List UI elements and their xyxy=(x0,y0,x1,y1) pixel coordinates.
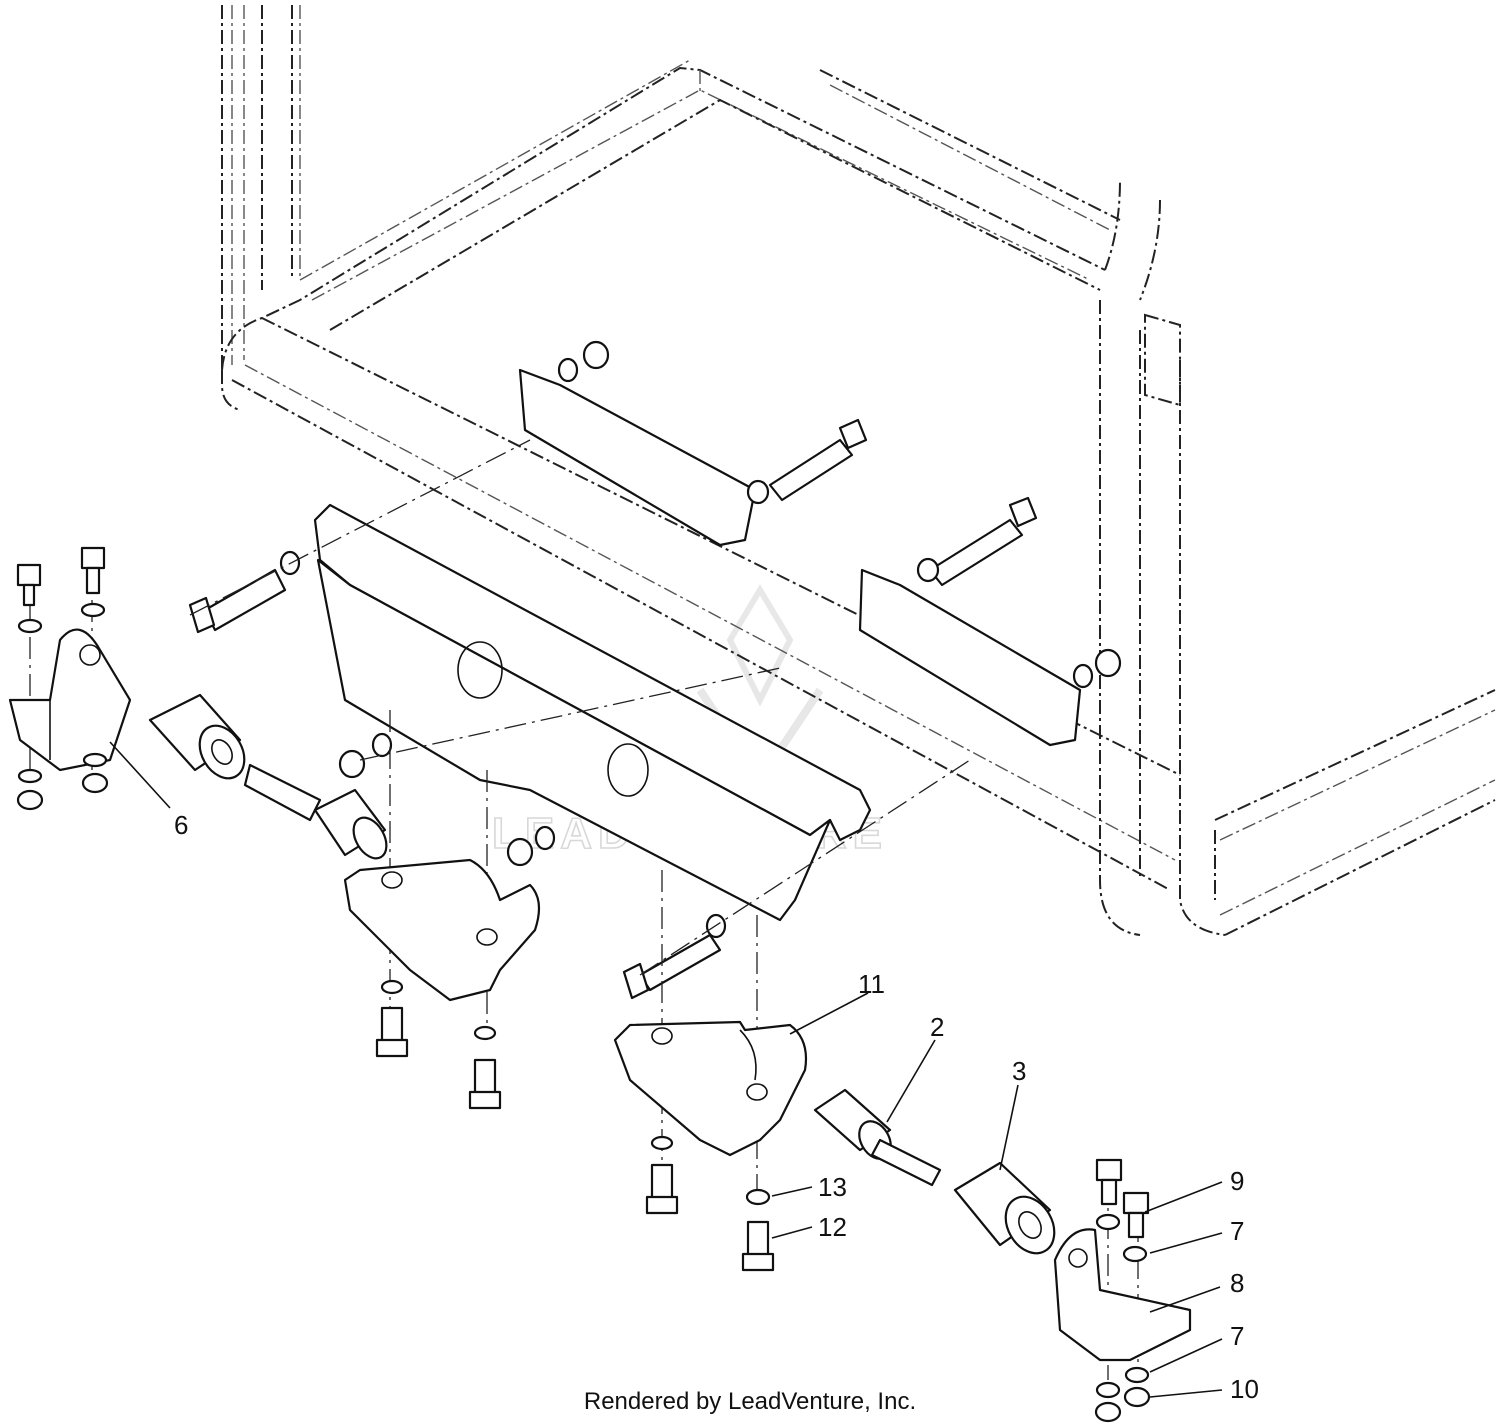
assembly-guides xyxy=(29,439,1139,1380)
right-hanger-bracket xyxy=(1053,1158,1192,1423)
callout-6: 6 xyxy=(174,810,188,840)
callout-3: 3 xyxy=(1012,1056,1026,1086)
callout-12: 12 xyxy=(818,1212,847,1242)
mower-frame-phantom xyxy=(221,5,1496,936)
callout-7-upper: 7 xyxy=(1230,1216,1244,1246)
callout-2: 2 xyxy=(930,1012,944,1042)
callout-7-lower: 7 xyxy=(1230,1321,1244,1351)
left-bushing-and-pin xyxy=(148,693,388,860)
right-hinge-bracket xyxy=(613,1020,808,1272)
upper-hardware xyxy=(188,340,1122,1000)
left-hanger-bracket xyxy=(8,546,132,811)
callout-9: 9 xyxy=(1230,1166,1244,1196)
footer-credit: Rendered by LeadVenture, Inc. xyxy=(583,1388,917,1415)
right-pin-and-bushing xyxy=(813,1088,1056,1255)
callout-8: 8 xyxy=(1230,1268,1244,1298)
callout-10: 10 xyxy=(1230,1374,1259,1404)
left-hinge-bracket xyxy=(343,858,541,1110)
callout-13: 13 xyxy=(818,1172,847,1202)
callout-11: 11 xyxy=(858,969,885,999)
main-mount-plate xyxy=(313,368,1082,922)
callout-leaders xyxy=(109,741,1223,1398)
